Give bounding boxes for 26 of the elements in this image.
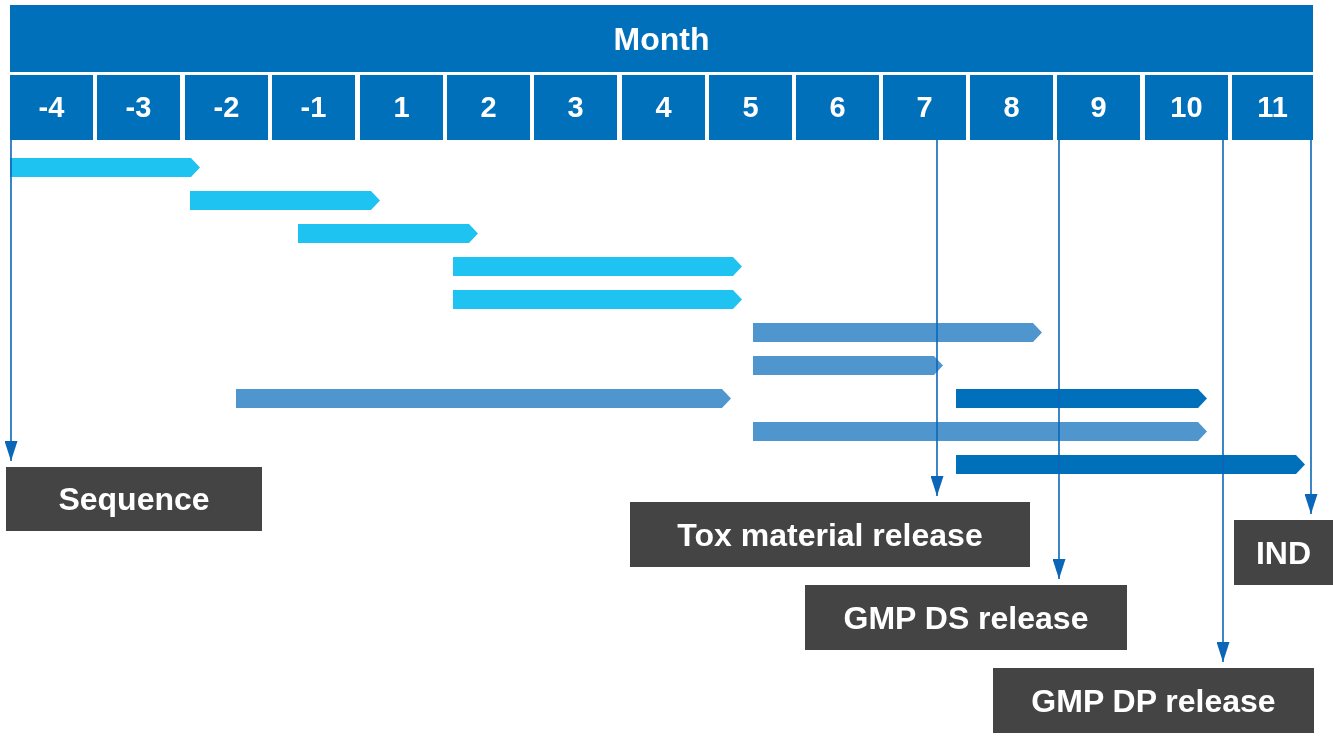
month-cell: 4 xyxy=(622,75,705,140)
month-cell: 5 xyxy=(709,75,792,140)
milestone-box: GMP DS release xyxy=(805,585,1127,650)
month-cell: -1 xyxy=(272,75,355,140)
milestone-box: Sequence xyxy=(6,467,262,531)
arrow xyxy=(4,139,18,462)
month-cell: 8 xyxy=(970,75,1053,140)
month-cell: 11 xyxy=(1232,75,1313,140)
month-cell: -3 xyxy=(97,75,180,140)
month-cell: -4 xyxy=(10,75,93,140)
arrow xyxy=(930,139,944,497)
month-cell: 7 xyxy=(883,75,966,140)
milestone-box: IND xyxy=(1234,520,1333,585)
milestone-box: GMP DP release xyxy=(993,668,1314,733)
month-cell: 3 xyxy=(534,75,617,140)
month-cell: 10 xyxy=(1145,75,1228,140)
month-cell: 2 xyxy=(447,75,530,140)
month-header-bar: Month xyxy=(10,5,1313,72)
month-cell: -2 xyxy=(185,75,268,140)
month-cell: 1 xyxy=(360,75,443,140)
milestone-box: Tox material release xyxy=(630,502,1030,567)
arrow xyxy=(1052,139,1066,580)
arrow xyxy=(1216,139,1230,663)
month-cell: 9 xyxy=(1057,75,1140,140)
month-cell: 6 xyxy=(796,75,879,140)
arrow xyxy=(1304,139,1318,515)
